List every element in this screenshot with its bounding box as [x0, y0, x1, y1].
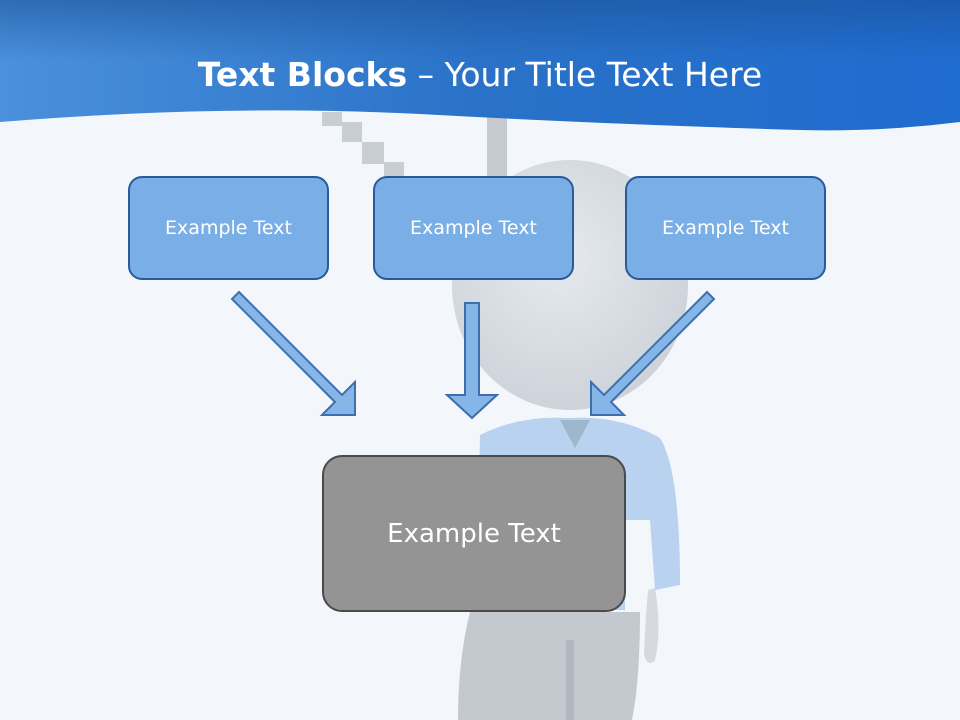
arrow-left: [230, 290, 356, 416]
text-block-1: Example Text: [128, 176, 329, 280]
text-block-3: Example Text: [625, 176, 826, 280]
title-dash: –: [407, 55, 445, 94]
slide-title: Text Blocks – Your Title Text Here: [0, 52, 960, 98]
text-block-2: Example Text: [373, 176, 574, 280]
arrow-center: [444, 302, 500, 420]
title-bold: Text Blocks: [197, 55, 408, 94]
center-text-block: Example Text: [322, 455, 626, 612]
arrow-right: [590, 290, 716, 416]
title-rest: Your Title Text Here: [444, 55, 763, 94]
